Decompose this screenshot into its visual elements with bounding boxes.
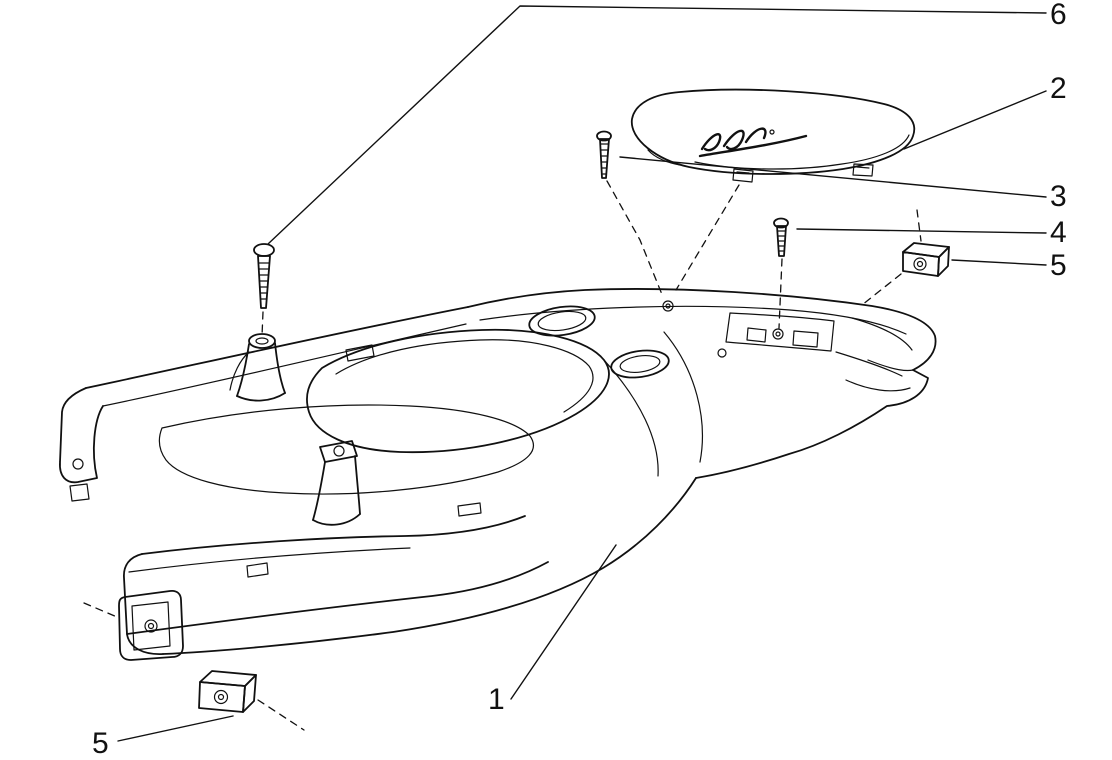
lid-tab-rear	[852, 163, 874, 177]
mount-tower-front	[229, 333, 286, 402]
clip-hole	[913, 257, 927, 271]
bucket-opening-outer	[306, 328, 610, 454]
leader-4	[796, 228, 1047, 234]
tail-fin	[695, 369, 929, 479]
arm-top-edge	[85, 306, 469, 389]
clip-hole	[213, 689, 229, 705]
platform-top-edge	[467, 288, 937, 371]
platform-inner-rim	[479, 305, 907, 335]
platform-oval-hole-1	[528, 305, 596, 337]
screw-head	[773, 217, 789, 229]
bucket-opening-inner	[335, 339, 594, 413]
mount-pad-bottom-left	[118, 589, 184, 661]
leader-1	[510, 544, 617, 700]
callout-6: 6	[1050, 0, 1067, 31]
part-1-body-panel	[59, 288, 937, 661]
leader-2	[903, 90, 1047, 150]
bracket-hole	[72, 458, 84, 470]
screw-hole-rear	[772, 328, 784, 340]
screw-shaft	[257, 255, 271, 309]
clip-side-face	[937, 246, 950, 277]
part-3-screw	[596, 130, 612, 179]
screw-head	[596, 130, 612, 142]
leader-3	[619, 156, 1047, 198]
callout-4: 4	[1050, 216, 1067, 249]
screw-hole-front	[662, 300, 674, 312]
screw-head	[253, 243, 275, 257]
part-2-cover-lid	[631, 88, 916, 183]
floor-panel	[158, 404, 535, 495]
part-5-clip-nut-right	[902, 242, 950, 277]
part-4-screw	[773, 217, 789, 257]
callout-1: 1	[488, 683, 505, 716]
leader-6	[267, 5, 1047, 245]
callout-2: 2	[1050, 72, 1067, 105]
arm-left-bracket	[59, 387, 104, 484]
callout-3: 3	[1050, 180, 1067, 213]
rail-bottom-edge	[126, 561, 549, 635]
screw-shaft	[599, 138, 610, 179]
mount-tower-mid	[312, 440, 361, 526]
callout-5-left: 5	[92, 727, 109, 760]
clip-front-face	[902, 251, 940, 277]
leader-5-left	[117, 715, 234, 742]
rail-mid-line	[128, 547, 411, 573]
lid-tab-front	[732, 168, 754, 183]
clip-side-face	[242, 674, 257, 713]
callout-5-right: 5	[1050, 249, 1067, 282]
part-5-clip-nut-left	[198, 670, 257, 713]
body-right-sweep	[162, 477, 697, 655]
screw-shaft	[776, 225, 787, 257]
assembly-dashed-lines	[83, 180, 922, 731]
arm-inner-edge	[102, 323, 467, 407]
rail-top-edge	[141, 515, 526, 555]
leader-5-right	[951, 259, 1047, 266]
clip-front-face	[198, 681, 246, 713]
platform-plate	[725, 312, 835, 352]
platform-oval-hole-2	[610, 349, 670, 379]
part-6-screw	[253, 243, 275, 309]
brand-logo-squiggle	[698, 127, 808, 158]
leader-lines	[117, 5, 1047, 742]
body-bottom-left-corner	[123, 553, 164, 655]
lid-outline	[631, 88, 916, 175]
